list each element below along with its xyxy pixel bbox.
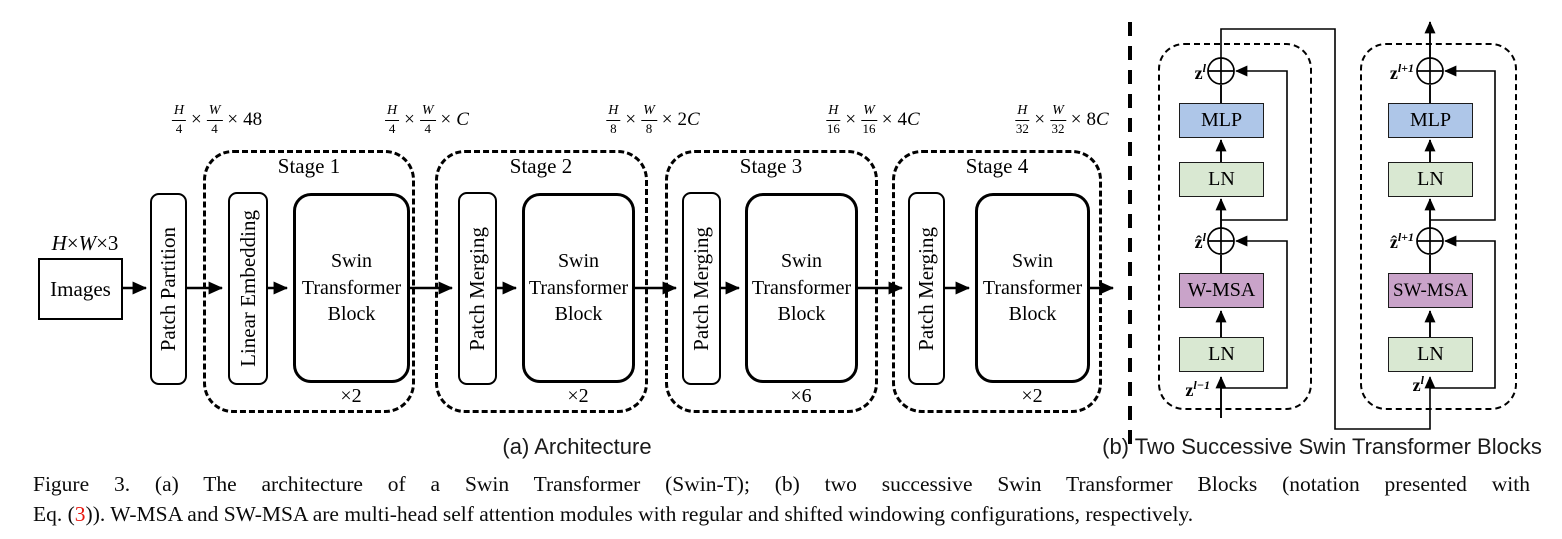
add-icons [1207, 57, 1444, 255]
swin-block-3: Swin Transformer Block [745, 193, 858, 383]
add-icon [1416, 227, 1444, 255]
ln-box-1-bottom: LN [1179, 337, 1264, 372]
transformer-block1-outline [1158, 43, 1312, 410]
linear-embedding-box: Linear Embedding [228, 192, 268, 385]
images-box: Images [38, 258, 123, 320]
add-icon [1207, 57, 1235, 85]
figure-caption-line2: Eq. (3)). W-MSA and SW-MSA are multi-hea… [33, 502, 1194, 526]
stage1-multiplier: ×2 [340, 385, 362, 407]
mlp-box-2: MLP [1388, 103, 1473, 138]
wmsa-box: W-MSA [1179, 273, 1264, 308]
z-mid-label-2: ẑl+1 [1389, 230, 1414, 252]
ln-box-2-bottom: LN [1388, 337, 1473, 372]
swin-block-1: Swin Transformer Block [293, 193, 410, 383]
ln-box-1-top: LN [1179, 162, 1264, 197]
patch-merging-box-1: Patch Merging [458, 192, 497, 385]
equation-ref-link[interactable]: 3 [74, 502, 86, 526]
subcaption-b: (b) Two Successive Swin Transformer Bloc… [1102, 434, 1542, 459]
figure-caption: Figure 3. (a) The architecture of a Swin… [33, 469, 1530, 529]
patch-partition-box: Patch Partition [150, 193, 187, 385]
z-out-label-2: zl+1 [1389, 61, 1414, 83]
patch-merging-box-3: Patch Merging [908, 192, 945, 385]
stage2-box [435, 150, 648, 413]
ln-box-2-top: LN [1388, 162, 1473, 197]
stage2-title: Stage 2 [509, 154, 573, 178]
swmsa-box: SW-MSA [1388, 273, 1473, 308]
patch-partition-label: Patch Partition [156, 226, 180, 352]
stage4-multiplier: ×2 [1021, 385, 1043, 407]
stage3-title: Stage 3 [739, 154, 803, 178]
swin-block-2: Swin Transformer Block [522, 193, 635, 383]
block2-residuals [1430, 65, 1496, 389]
stage1-title: Stage 1 [277, 154, 341, 178]
stage3-multiplier: ×6 [790, 385, 812, 407]
figure-caption-line1: Figure 3. (a) The architecture of a Swin… [33, 472, 1530, 496]
add-icon [1416, 57, 1444, 85]
patch-merging-box-2: Patch Merging [682, 192, 721, 385]
input-dim-label: H×W×3 [51, 231, 119, 255]
z-in-label-2: zl [1412, 373, 1424, 395]
z-out-label-1: zl [1194, 61, 1206, 83]
transformer-block2-outline [1360, 43, 1517, 410]
stage1-box [203, 150, 415, 413]
z-in-label-1: zl−1 [1185, 378, 1210, 400]
block1-residuals [1220, 28, 1436, 430]
mlp-box-1: MLP [1179, 103, 1264, 138]
add-icon [1207, 227, 1235, 255]
images-label: Images [50, 276, 111, 301]
stage4-title: Stage 4 [965, 154, 1029, 178]
stage2-multiplier: ×2 [567, 385, 589, 407]
subcaption-a: (a) Architecture [502, 434, 652, 459]
z-mid-label-1: ẑl [1194, 230, 1206, 252]
swin-block-4: Swin Transformer Block [975, 193, 1090, 383]
